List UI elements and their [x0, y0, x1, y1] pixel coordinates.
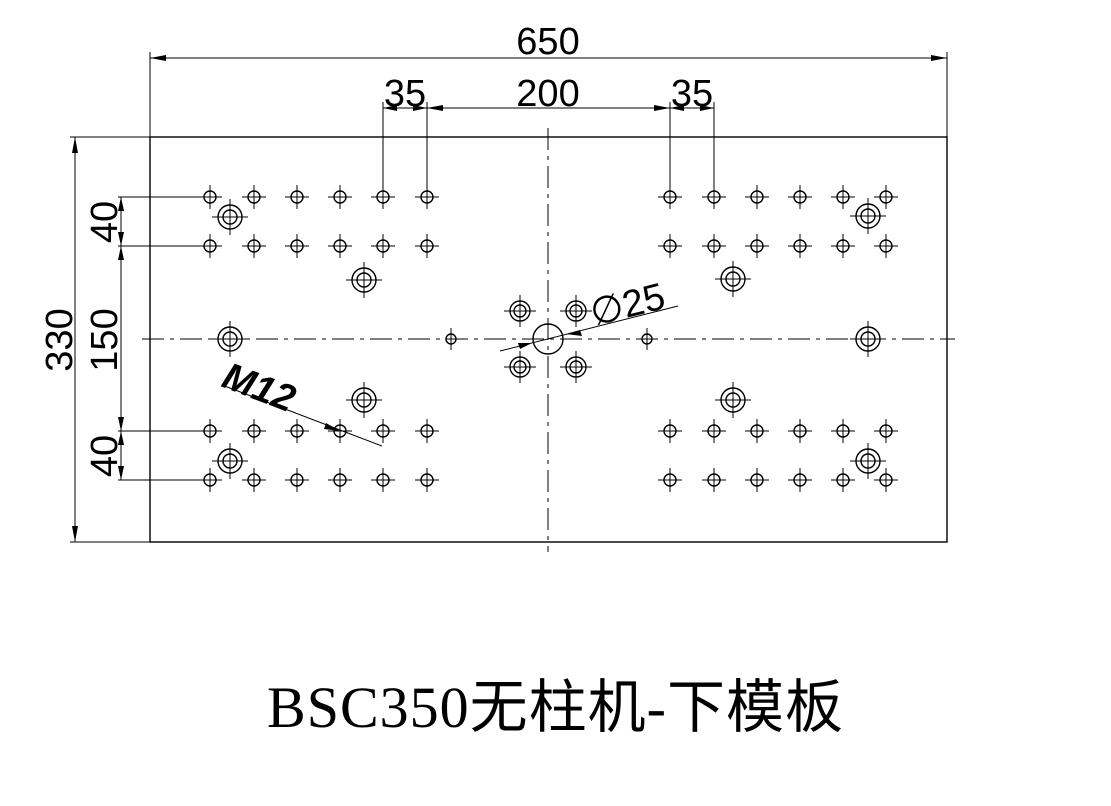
- counterbore-hole: [850, 321, 886, 357]
- tapped-hole: [198, 185, 222, 209]
- tapped-hole: [745, 419, 769, 443]
- tapped-hole: [788, 419, 812, 443]
- counterbore-hole: [212, 443, 248, 479]
- tapped-hole: [371, 185, 395, 209]
- small-pin-hole: [445, 328, 457, 350]
- dim-150-label: 150: [84, 308, 126, 371]
- m12-tapped-holes: [198, 185, 898, 492]
- counterbore-hole: [850, 198, 886, 234]
- dim-vertical-chain: 40 150 40: [84, 196, 210, 481]
- tapped-hole: [658, 419, 682, 443]
- counterbore-hole: [346, 382, 382, 418]
- tapped-hole: [415, 234, 439, 258]
- tapped-hole: [788, 185, 812, 209]
- tapped-hole: [371, 234, 395, 258]
- tapped-hole: [702, 468, 726, 492]
- locating-holes: [212, 198, 886, 479]
- counterbore-hole: [212, 199, 248, 235]
- counterbore-hole: [504, 295, 536, 327]
- tapped-hole: [874, 234, 898, 258]
- counterbore-hole: [560, 351, 592, 383]
- tapped-hole: [745, 468, 769, 492]
- tapped-hole: [198, 419, 222, 443]
- center-hole-group: [445, 295, 653, 383]
- dim-hole-spacing: 35 200 35: [382, 73, 715, 197]
- tapped-hole: [745, 234, 769, 258]
- tapped-hole: [285, 185, 309, 209]
- dim-330-label: 330: [39, 308, 81, 371]
- tapped-hole: [874, 419, 898, 443]
- tapped-hole: [788, 234, 812, 258]
- tapped-hole: [874, 468, 898, 492]
- tapped-hole: [831, 185, 855, 209]
- dim-35-right-label: 35: [671, 73, 713, 115]
- tapped-hole: [371, 468, 395, 492]
- tapped-hole: [198, 234, 222, 258]
- tapped-hole: [788, 468, 812, 492]
- center-hole: [532, 323, 564, 355]
- tapped-hole: [831, 468, 855, 492]
- counterbore-hole: [715, 261, 751, 297]
- tapped-hole: [242, 468, 266, 492]
- tapped-hole: [415, 468, 439, 492]
- tapped-hole: [702, 185, 726, 209]
- tapped-hole: [831, 234, 855, 258]
- tapped-hole: [658, 234, 682, 258]
- dim-40-top-label: 40: [84, 201, 126, 243]
- tapped-hole: [702, 234, 726, 258]
- tapped-hole: [658, 185, 682, 209]
- counterbore-hole: [212, 321, 248, 357]
- small-pin-hole: [641, 328, 653, 350]
- dim-40-bottom-label: 40: [84, 435, 126, 477]
- tapped-hole: [371, 419, 395, 443]
- tapped-hole: [242, 419, 266, 443]
- tapped-hole: [328, 468, 352, 492]
- tapped-hole: [328, 234, 352, 258]
- drawing-caption: BSC350无柱机-下模板: [267, 675, 844, 740]
- tapped-hole: [285, 234, 309, 258]
- dim-overall-width: 650: [149, 21, 948, 137]
- tapped-hole: [415, 419, 439, 443]
- counterbore-hole: [560, 295, 592, 327]
- tapped-hole: [658, 468, 682, 492]
- dim-m12-label: M12: [217, 355, 301, 421]
- tapped-hole: [198, 468, 222, 492]
- dim-overall-height: 330: [39, 136, 150, 543]
- counterbore-hole: [346, 262, 382, 298]
- dim-35-left-label: 35: [384, 73, 426, 115]
- tapped-hole: [285, 468, 309, 492]
- tapped-hole: [745, 185, 769, 209]
- tapped-hole: [831, 419, 855, 443]
- counterbore-hole: [504, 351, 536, 383]
- counterbore-hole: [850, 443, 886, 479]
- dim-25-label: ∅25: [586, 276, 669, 335]
- tapped-hole: [285, 419, 309, 443]
- tapped-hole: [415, 185, 439, 209]
- tapped-hole: [242, 185, 266, 209]
- dim-650-label: 650: [516, 21, 579, 63]
- dim-200-label: 200: [516, 73, 579, 115]
- tapped-hole: [702, 419, 726, 443]
- tapped-hole: [242, 234, 266, 258]
- counterbore-hole: [715, 382, 751, 418]
- tapped-hole: [874, 185, 898, 209]
- tapped-hole: [328, 185, 352, 209]
